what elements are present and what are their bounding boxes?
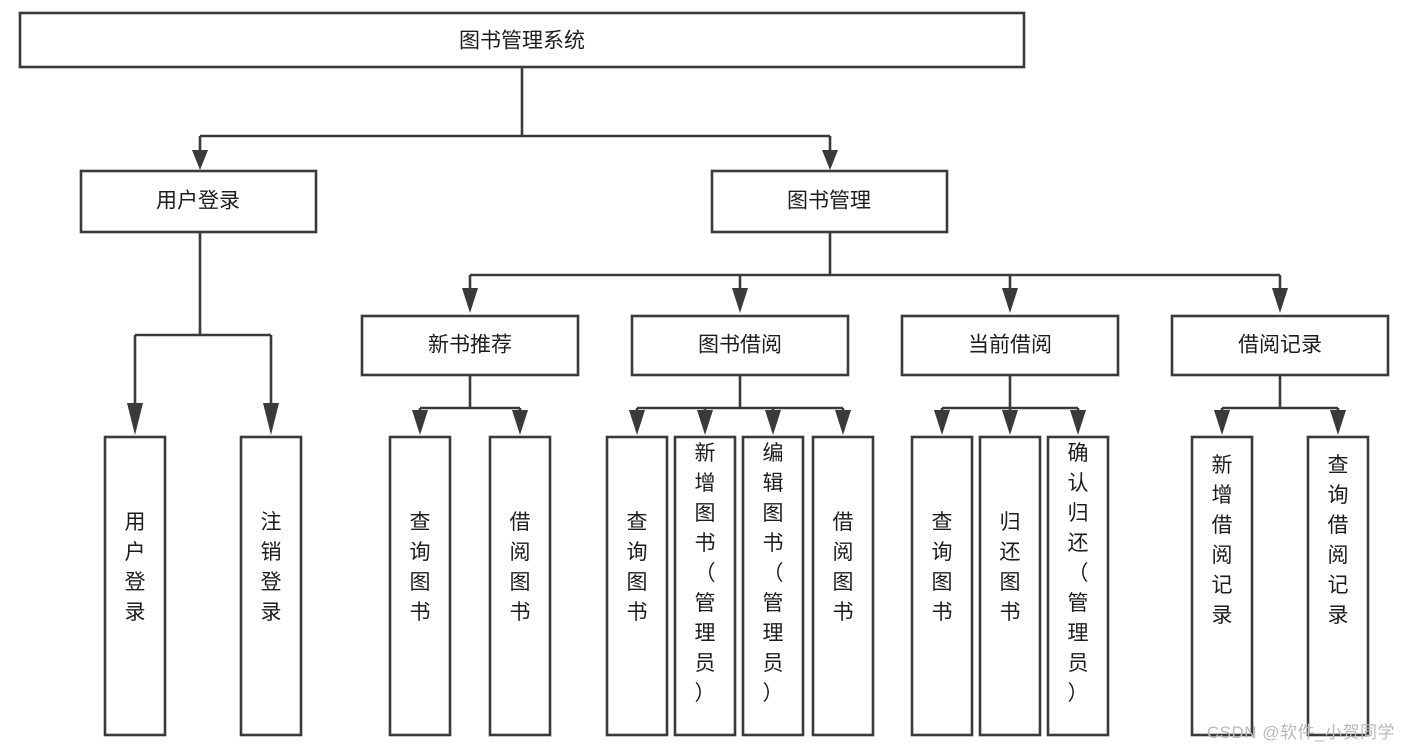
- leaf-label: 注销登录: [261, 511, 282, 624]
- leaf-label: 编辑图书（管理员）: [763, 442, 784, 705]
- leaf-label: 借阅图书: [510, 511, 531, 624]
- arrowhead-cb-leaf1: [934, 410, 950, 435]
- leaf-box[interactable]: [811, 435, 875, 737]
- node-new-book-rec[interactable]: 新书推荐: [360, 314, 580, 377]
- arrowhead-borrowrecord: [1272, 288, 1288, 313]
- leaf-label: 借阅图书: [833, 511, 854, 624]
- arrowhead-ul-leaf1: [127, 403, 143, 435]
- node-borrow-record-box[interactable]: [1170, 314, 1390, 377]
- node-book-manage-label: 图书管理: [787, 190, 871, 213]
- node-borrow-record[interactable]: 借阅记录: [1170, 314, 1390, 377]
- leaf-borrow-record-1[interactable]: 查询借阅记录: [1306, 435, 1370, 737]
- arrowhead-nb-leaf1: [412, 410, 428, 435]
- node-book-borrow-label: 图书借阅: [698, 334, 782, 357]
- leaf-box[interactable]: [388, 435, 452, 737]
- node-book-borrow-box[interactable]: [630, 314, 850, 377]
- leaf-box[interactable]: [488, 435, 552, 737]
- node-current-borrow-box[interactable]: [900, 314, 1120, 377]
- leaf-label: 归还图书: [1000, 511, 1021, 624]
- node-root[interactable]: 图书管理系统: [18, 11, 1026, 69]
- leaf-new-book-rec-1[interactable]: 借阅图书: [488, 435, 552, 737]
- leaf-book-borrow-1[interactable]: 新增图书（管理员）: [673, 435, 737, 737]
- arrowhead-br-leaf1: [1214, 410, 1230, 435]
- leaf-book-borrow-0[interactable]: 查询图书: [605, 435, 669, 737]
- leaf-borrow-record-0[interactable]: 新增借阅记录: [1190, 435, 1254, 737]
- node-book-manage[interactable]: 图书管理: [710, 169, 949, 234]
- node-book-borrow[interactable]: 图书借阅: [630, 314, 850, 377]
- node-user-login-label: 用户登录: [156, 190, 240, 213]
- leaf-box[interactable]: [978, 435, 1042, 737]
- csdn-watermark: CSDN @软件_小贺同学: [1206, 723, 1395, 742]
- arrowhead-currentborrow: [1002, 288, 1018, 313]
- leaf-box[interactable]: [103, 435, 167, 737]
- arrowhead-cb-leaf3: [1070, 410, 1086, 435]
- leaf-book-borrow-3[interactable]: 借阅图书: [811, 435, 875, 737]
- leaf-label: 查询图书: [627, 511, 648, 624]
- leaf-user-login-0[interactable]: 用户登录: [103, 435, 167, 737]
- leaf-label: 确认归还（管理员）: [1068, 442, 1089, 705]
- arrowhead-bb-leaf1: [629, 410, 645, 435]
- leaf-label: 新增图书（管理员）: [695, 442, 716, 705]
- leaf-box[interactable]: [741, 435, 805, 737]
- arrowhead-bb-leaf3: [765, 410, 781, 435]
- leaf-current-borrow-2[interactable]: 确认归还（管理员）: [1046, 435, 1110, 737]
- arrowhead-ul-leaf2: [263, 403, 279, 435]
- node-current-borrow-label: 当前借阅: [968, 334, 1052, 357]
- leaf-current-borrow-1[interactable]: 归还图书: [978, 435, 1042, 737]
- leaf-box[interactable]: [605, 435, 669, 737]
- leaf-new-book-rec-0[interactable]: 查询图书: [388, 435, 452, 737]
- leaf-label: 用户登录: [125, 511, 146, 624]
- arrowhead-nb-leaf2: [512, 410, 528, 435]
- leaf-box[interactable]: [1306, 435, 1370, 737]
- leaf-box[interactable]: [673, 435, 737, 737]
- leaf-current-borrow-0[interactable]: 查询图书: [910, 435, 974, 737]
- arrowhead-user-login: [192, 150, 208, 170]
- leaf-box[interactable]: [239, 435, 303, 737]
- leaf-box[interactable]: [1046, 435, 1110, 737]
- arrowhead-bb-leaf2: [697, 410, 713, 435]
- leaf-label: 查询图书: [410, 511, 431, 624]
- arrowhead-bb-leaf4: [835, 410, 851, 435]
- node-user-login[interactable]: 用户登录: [79, 169, 318, 234]
- node-borrow-record-label: 借阅记录: [1238, 334, 1322, 357]
- node-new-book-rec-box[interactable]: [360, 314, 580, 377]
- node-root-box[interactable]: [18, 11, 1026, 69]
- leaf-box[interactable]: [1190, 435, 1254, 737]
- arrowhead-book-manage: [822, 150, 838, 170]
- node-user-login-box[interactable]: [79, 169, 318, 234]
- connector-layer: [127, 67, 1346, 435]
- leaf-box[interactable]: [910, 435, 974, 737]
- leaf-label: 新增借阅记录: [1212, 454, 1233, 627]
- arrowhead-bookborrow: [732, 288, 748, 313]
- leaf-user-login-1[interactable]: 注销登录: [239, 435, 303, 737]
- leaf-book-borrow-2[interactable]: 编辑图书（管理员）: [741, 435, 805, 737]
- arrowhead-br-leaf2: [1330, 410, 1346, 435]
- node-current-borrow[interactable]: 当前借阅: [900, 314, 1120, 377]
- leaf-label: 查询图书: [932, 511, 953, 624]
- arrowhead-newbook: [462, 288, 478, 313]
- node-root-label: 图书管理系统: [459, 30, 585, 53]
- node-new-book-rec-label: 新书推荐: [428, 334, 512, 357]
- node-book-manage-box[interactable]: [710, 169, 949, 234]
- arrowhead-cb-leaf2: [1002, 410, 1018, 435]
- leaf-label: 查询借阅记录: [1328, 454, 1349, 627]
